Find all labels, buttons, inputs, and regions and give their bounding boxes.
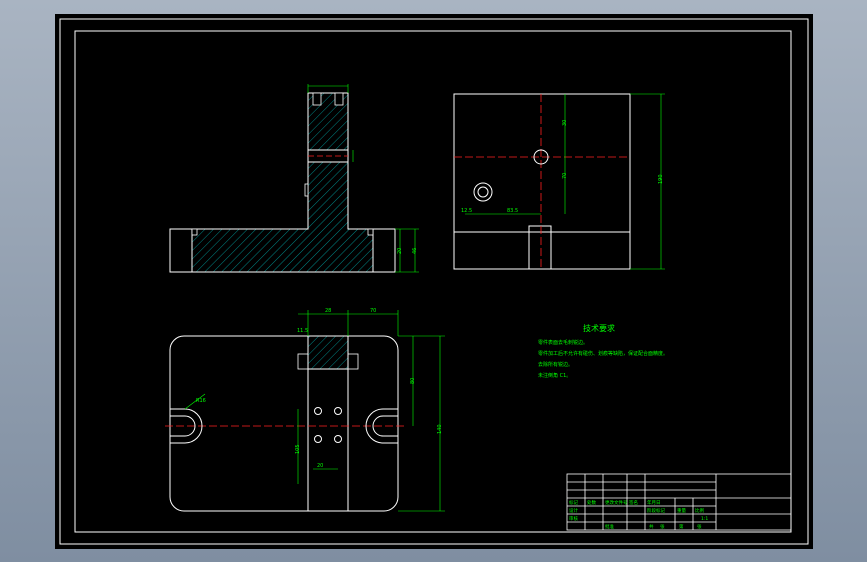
- cad-viewport[interactable]: 20 46 30 70 190 12.5 83.5: [55, 14, 813, 549]
- drawing-canvas: 20 46 30 70 190 12.5 83.5: [59, 18, 809, 545]
- title-block: [566, 473, 792, 531]
- tech-req-line-3: 去除所有锐边。: [538, 361, 573, 368]
- dim-top-4: 12.5: [461, 208, 472, 214]
- tb-cell-2: 处数: [587, 499, 596, 506]
- sheet-outer-border: [59, 18, 809, 545]
- front-section-view: 20 46: [169, 84, 419, 273]
- dim-top-1: 30: [562, 120, 568, 126]
- dim-top-5: 83.5: [507, 208, 518, 214]
- tb-cell-8: 批准: [605, 523, 614, 530]
- top-view: 30 70 190 12.5 83.5: [453, 93, 665, 270]
- tb-cell-11: 比例: [695, 507, 704, 514]
- dim-plan-3: 140: [437, 424, 443, 434]
- tb-cell-14: 第: [679, 523, 684, 530]
- tech-req-title: 技术要求: [583, 323, 615, 333]
- tb-cell-7: 审核: [569, 515, 578, 522]
- dim-plan-8: R16: [196, 398, 206, 404]
- tb-cell-4: 签名: [629, 499, 638, 506]
- tech-req-line-4: 未注倒角 C1。: [538, 372, 571, 379]
- dim-plan-5: 105: [295, 444, 301, 454]
- plan-view: 28 70 140 80 105 20 11.5 R16: [165, 308, 445, 512]
- tb-cell-12: 共: [649, 523, 654, 530]
- dim-plan-6: 20: [317, 463, 323, 469]
- sheet-inner-border: [74, 30, 792, 533]
- dim-plan-1: 28: [325, 308, 331, 314]
- tech-req-line-2: 零件加工后不允许有碰伤、划痕等缺陷，保证配合面精度。: [538, 350, 668, 357]
- technical-requirements: 技术要求 零件表面去毛刺锐边。 零件加工后不允许有碰伤、划痕等缺陷，保证配合面精…: [538, 323, 668, 379]
- dim-top-3: 190: [658, 174, 664, 184]
- tb-cell-9: 阶段标记: [647, 507, 665, 514]
- tb-cell-6: 设计: [569, 507, 578, 514]
- tb-cell-5: 年月日: [647, 499, 661, 506]
- dim-front-2: 46: [412, 248, 418, 254]
- tb-scale: 1:1: [701, 516, 708, 522]
- dim-front-1: 20: [397, 248, 403, 254]
- dim-plan-2: 70: [370, 308, 376, 314]
- dim-plan-7: 11.5: [297, 328, 308, 334]
- tb-cell-3: 更改文件号: [605, 499, 628, 506]
- tb-cell-10: 重量: [677, 507, 686, 514]
- tb-cell-13: 张: [660, 523, 665, 530]
- dim-top-2: 70: [562, 173, 568, 179]
- tech-req-line-1: 零件表面去毛刺锐边。: [538, 339, 588, 346]
- tb-cell-1: 标记: [569, 499, 578, 506]
- dim-plan-4: 80: [410, 378, 416, 384]
- tb-cell-15: 张: [697, 523, 702, 530]
